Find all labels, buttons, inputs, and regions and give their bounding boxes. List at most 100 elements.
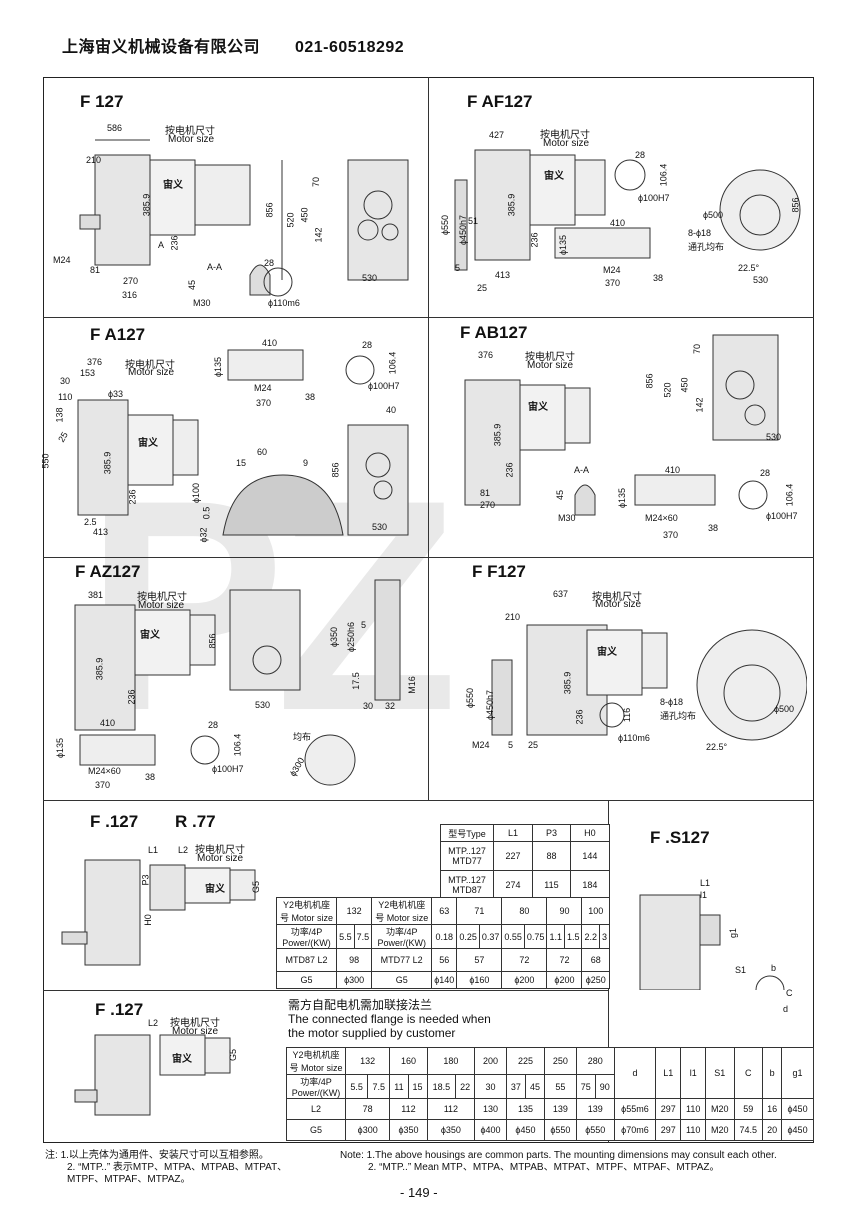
- notes-en-line1: Note: 1.The above housings are common pa…: [340, 1150, 777, 1161]
- dim-label: 70: [692, 343, 703, 355]
- dim-label: 60: [257, 447, 268, 457]
- dim-label: L2: [178, 845, 189, 855]
- table-cell: 80: [501, 897, 548, 925]
- table-cell: 0.25: [456, 924, 480, 949]
- dim-label: 385.9: [102, 451, 113, 475]
- table-cell: 132: [336, 897, 373, 925]
- table-cell: G5: [286, 1119, 346, 1141]
- table-cell: g1: [781, 1047, 814, 1099]
- table-cell: ϕ350: [389, 1119, 428, 1141]
- dim-label: 51: [468, 216, 479, 226]
- dim-label: 106.4: [658, 163, 669, 187]
- dim-label: 22.5°: [738, 263, 760, 273]
- drawing-f127: [79, 139, 409, 297]
- table-cell: 59: [733, 1098, 764, 1120]
- motor-size-en: Motor size: [595, 599, 642, 610]
- table-cell: 144: [569, 841, 611, 871]
- drawing-fa127: [77, 349, 409, 536]
- table-cell: L1: [655, 1047, 682, 1099]
- dim-label: ϕ100H7: [766, 511, 798, 521]
- dim-label: ϕ32: [198, 527, 209, 543]
- dim-label: 270: [480, 500, 496, 510]
- flange-note-en-line2: the motor supplied by customer: [288, 1026, 456, 1040]
- dim-label: 413: [93, 527, 109, 537]
- table-cell: 250: [543, 1047, 577, 1075]
- dim-label: M24: [603, 265, 621, 275]
- dim-label: 450: [299, 207, 310, 223]
- dim-label: 856: [330, 462, 341, 478]
- table-cell: G5: [275, 971, 338, 989]
- table-cell: 0.18: [431, 924, 458, 949]
- dim-label: 236: [126, 689, 137, 705]
- dim-label: 106.4: [387, 351, 398, 375]
- table-cell: ϕ550: [575, 1119, 615, 1141]
- table-cell: 型号Type: [440, 824, 494, 842]
- table-cell: 55: [543, 1074, 577, 1099]
- dim-label: ϕ450h7: [458, 214, 469, 246]
- table-row: MTP..127 MTD77 227 88 144: [440, 841, 611, 871]
- dim-label: 520: [662, 382, 673, 398]
- table-cell: Y2电机机座号 Motor size: [286, 1047, 346, 1075]
- table-cell: 297: [655, 1119, 682, 1141]
- table-cell: 74.5: [733, 1119, 764, 1141]
- notes-cn-line1: 1.以上壳体为通用件、安装尺寸可以互相参照。: [60, 1150, 269, 1161]
- dim-label: 413: [495, 270, 511, 280]
- drawing-faf127: [454, 149, 801, 271]
- table-cell: ϕ300: [336, 971, 373, 989]
- table-cell: ϕ200: [546, 971, 583, 989]
- dim-label: 5: [361, 620, 367, 630]
- table-cell: ϕ300: [344, 1119, 391, 1141]
- table-row: G5 ϕ300 ϕ350 ϕ350 ϕ400 ϕ450 ϕ550 ϕ550 ϕ7…: [286, 1119, 814, 1141]
- flange-note-cn: 需方自配电机需加联接法兰: [288, 998, 433, 1012]
- dim-label: 17.5: [350, 672, 361, 690]
- dim-label: 116: [622, 707, 633, 723]
- table-cell: 225: [505, 1047, 545, 1075]
- table-cell: 57: [456, 948, 503, 972]
- table-cell: ϕ350: [426, 1119, 476, 1141]
- dim-label: 370: [256, 398, 272, 408]
- grid-divider: [43, 800, 814, 801]
- table-cell: S1: [705, 1047, 735, 1099]
- table-cell: 3: [598, 924, 611, 949]
- table-cell: 110: [680, 1119, 706, 1141]
- dim-label: ϕ100: [191, 482, 202, 504]
- table-cell: L1: [492, 824, 534, 842]
- table-cell: 0.75: [523, 924, 548, 949]
- dim-label: ϕ100H7: [638, 193, 670, 203]
- table-cell: 139: [543, 1098, 577, 1120]
- drawing-fs127: [639, 894, 785, 990]
- dim-label: 153: [80, 368, 96, 378]
- motor-size-cn: 按电机尺寸: [137, 592, 187, 603]
- dim-label: 236: [169, 235, 180, 251]
- dim-label: 38: [145, 772, 156, 782]
- dim-label: 370: [663, 530, 679, 540]
- table-cell: 22: [455, 1074, 476, 1099]
- table-cell: ϕ450: [781, 1119, 814, 1141]
- table-cell: 1.5: [563, 924, 583, 949]
- notes-cn-prefix: 注:: [45, 1150, 58, 1161]
- panel-title-fs127: F .S127: [650, 828, 710, 847]
- dim-label: 9: [303, 458, 309, 468]
- table-cell: 16: [762, 1098, 783, 1120]
- dim-label: ϕ135: [55, 737, 66, 759]
- panel-title-fa127: F A127: [90, 325, 146, 344]
- dim-label: 25: [528, 740, 539, 750]
- dim-label: 142: [694, 397, 705, 413]
- dim-label: L2: [148, 1018, 159, 1028]
- dim-label: 通孔均布: [660, 711, 697, 721]
- dim-label: 0.5: [201, 506, 212, 520]
- brand-tag: 宙义: [205, 884, 225, 895]
- dim-label: 376: [87, 357, 103, 367]
- dim-label: 28: [208, 720, 219, 730]
- table-cell: 139: [575, 1098, 615, 1120]
- table-cell: L2: [286, 1098, 346, 1120]
- dim-label: M24×60: [88, 766, 121, 776]
- motor-size-cn: 按电机尺寸: [125, 360, 175, 371]
- table-cell: MTD87 L2: [275, 948, 338, 972]
- table-cell: 11: [389, 1074, 409, 1099]
- table-cell: 7.5: [353, 924, 373, 949]
- dim-label: 385.9: [141, 193, 152, 217]
- table-cell: 72: [546, 948, 583, 972]
- dim-label: 106.4: [784, 483, 795, 507]
- dim-label: g1: [728, 927, 739, 939]
